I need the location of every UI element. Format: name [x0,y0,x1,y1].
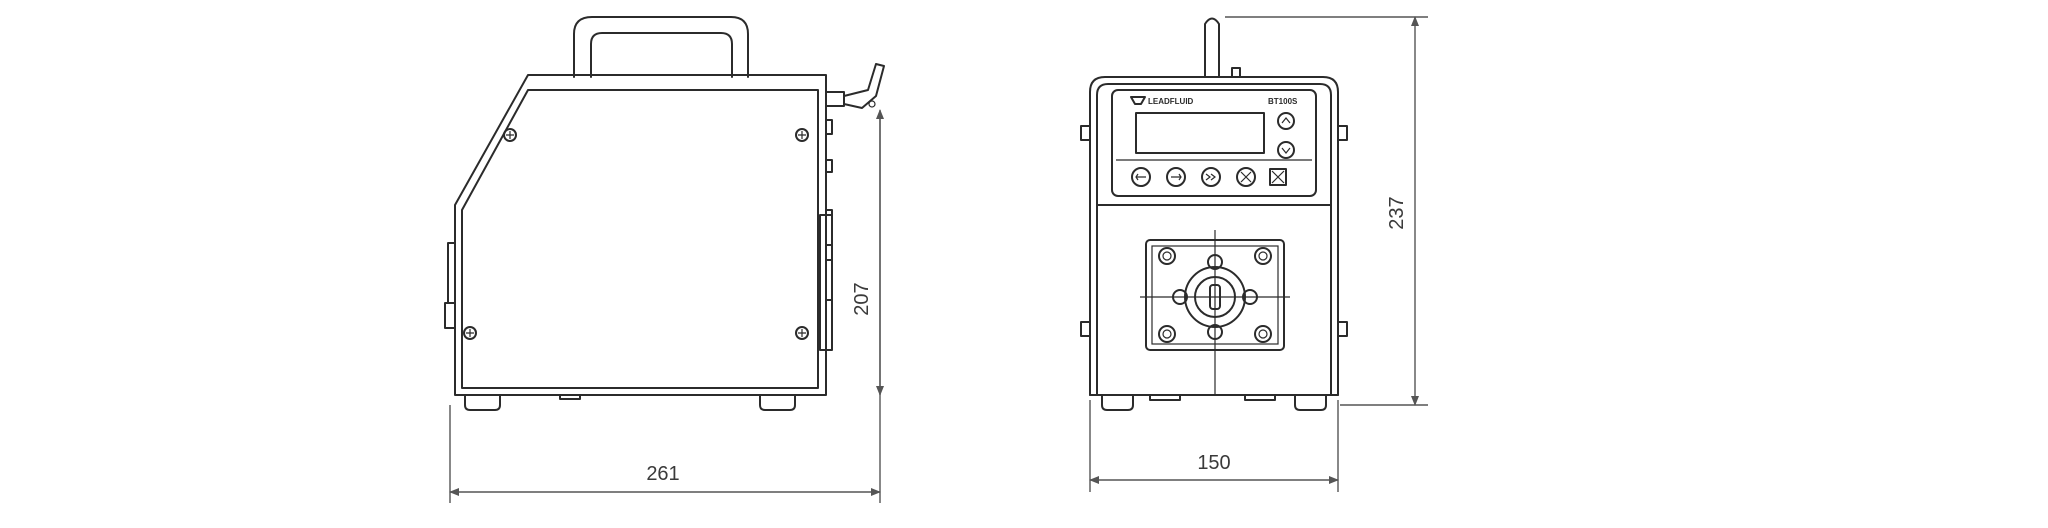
depth-dimension-label: 261 [646,463,679,485]
side-screws [463,128,809,340]
side-dimensions: 261 207 [449,109,884,503]
front-antenna [1204,17,1241,78]
carry-handle [573,16,749,78]
arrow-buttons [1277,112,1295,159]
side-view [444,16,885,411]
side-height-dimension-label: 207 [851,282,873,315]
front-feet [1101,394,1327,411]
control-panel: LEADFLUID BT100S [1111,89,1317,197]
lcd-display [1135,112,1265,154]
function-buttons [1131,167,1287,187]
brand-logo [1130,96,1146,105]
front-ports [444,242,456,329]
front-height-dimension-label: 237 [1386,196,1408,229]
brand-name: LEADFLUID [1148,97,1194,106]
pump-head [1140,230,1290,395]
antenna-connector [825,63,885,109]
model-name: BT100S [1268,97,1298,106]
front-view: LEADFLUID BT100S [1080,17,1348,411]
front-casing [1080,76,1348,396]
rear-ports [819,119,833,351]
front-width-dimension-label: 150 [1197,452,1230,474]
front-dimensions: 150 237 [1089,16,1428,492]
side-body [454,74,827,396]
side-feet [464,394,796,411]
